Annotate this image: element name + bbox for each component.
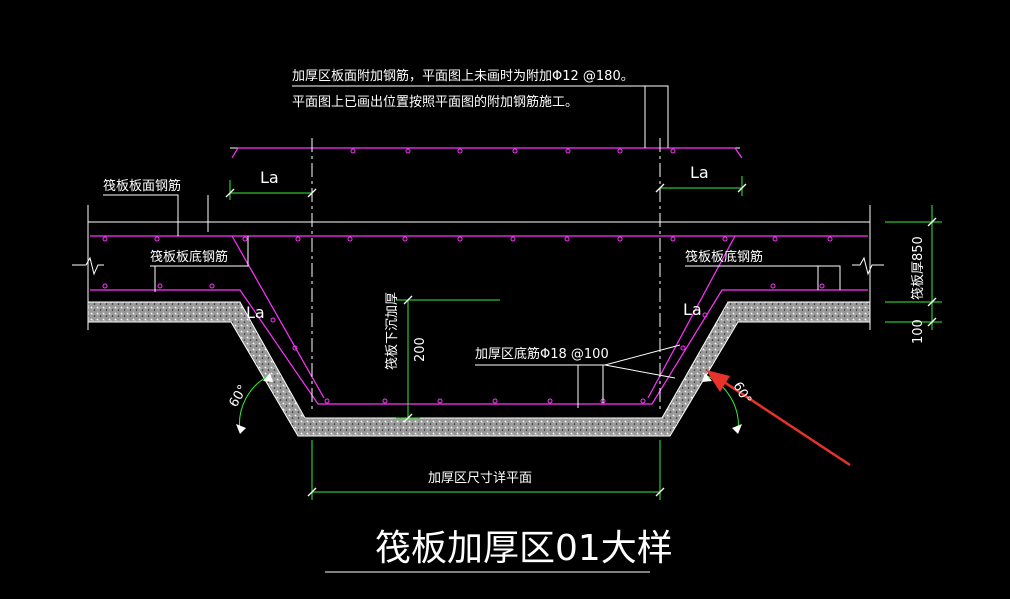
centre-lines bbox=[311, 138, 661, 410]
raft-bottom-rebar-left-label: 筏板板底钢筋 bbox=[150, 249, 228, 265]
rebar-lines bbox=[90, 147, 868, 405]
width-label: 加厚区尺寸详平面 bbox=[428, 471, 532, 486]
dimension-lines bbox=[229, 176, 942, 500]
la-slope-right: La bbox=[683, 300, 702, 319]
drawing-title: 筏板加厚区01大样 bbox=[375, 528, 673, 569]
thickness-label: 筏板厚850 bbox=[910, 236, 926, 300]
drop-value: 200 bbox=[413, 337, 428, 362]
break-lines bbox=[72, 256, 884, 276]
thick-bottom-rebar-label: 加厚区底筋Φ18 @100 bbox=[475, 346, 609, 362]
rebar-dots bbox=[102, 148, 833, 404]
la-top-right: La bbox=[690, 163, 709, 182]
concrete-cushion bbox=[87, 301, 871, 437]
angle-left-label: 60° bbox=[226, 383, 251, 410]
angle-arrowheads bbox=[236, 373, 742, 434]
note-line-2: 平面图上已画出位置按照平面图的附加钢筋施工。 bbox=[292, 94, 578, 110]
dimension-ticks bbox=[225, 183, 937, 497]
note-line-1: 加厚区板面附加钢筋，平面图上未画时为附加Φ12 @180。 bbox=[292, 68, 634, 84]
red-pointer-arrow bbox=[706, 370, 851, 467]
drop-label: 筏板下沉加厚 bbox=[384, 292, 400, 370]
cushion-value: 100 bbox=[911, 319, 926, 344]
raft-bottom-rebar-right-label: 筏板板底钢筋 bbox=[685, 249, 763, 265]
raft-top-rebar-label: 筏板板面钢筋 bbox=[103, 178, 181, 194]
la-slope-left: La bbox=[246, 303, 265, 322]
leader-lines bbox=[103, 85, 841, 408]
la-top-left: La bbox=[260, 168, 279, 187]
